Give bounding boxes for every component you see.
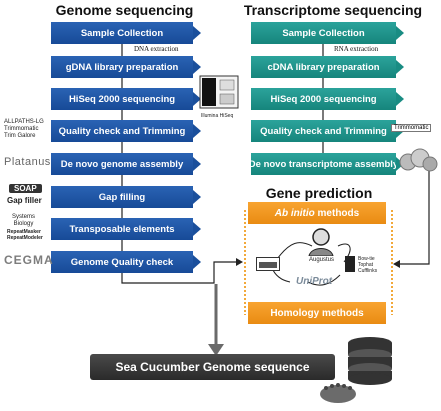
transcriptome-heading: Transcriptome sequencing [243,2,423,18]
transcriptome-step-hiseq: HiSeq 2000 sequencing [251,88,396,110]
transcriptome-step-assembly: De novo transcriptome assembly [249,153,398,175]
repeat-tools-label: RepeatMasker RepeatModeler [7,229,43,241]
arrow-icon [193,190,201,204]
soap-logo: SOAP [9,184,42,193]
genome-step-hiseq: HiSeq 2000 sequencing [51,88,193,110]
arrow-icon [396,26,404,40]
illumina-label: Illumina HiSeq [201,113,234,119]
bowtie-tophat-cufflinks-label: Bow-tie Tophat Cufflinks [358,256,378,274]
systems-biology-label: Systems Biology [12,214,36,227]
transcriptome-step-quality-trimming: Quality check and Trimming [251,120,396,142]
arrow-icon [193,60,201,74]
arrow-icon [193,255,201,269]
ab-initio-italic: Ab initio [274,207,315,219]
genome-step-assembly: De novo genome assembly [51,153,193,175]
augustus-label: Augustus [309,257,335,263]
genome-step-gap-filling: Gap filling [51,186,193,208]
gap-filler-label: Gap filler [7,196,42,205]
arrow-icon [193,124,201,138]
methods-text: methods [314,207,360,219]
genome-step-quality-check: Genome Quality check [51,251,193,273]
arrow-icon [193,157,201,171]
arrow-icon [396,92,404,106]
uniprot-logo: UniProt [296,276,333,287]
augustus-portrait-icon [304,226,338,257]
illumina-sequencer-icon [198,74,240,114]
genome-step-transposable: Transposable elements [51,218,193,240]
genome-step-sample-collection: Sample Collection [51,22,193,44]
snap-logo-icon [256,257,280,271]
sea-cucumber-icon [318,380,358,406]
database-icon [345,335,395,385]
transcriptome-step-sample-collection: Sample Collection [251,22,396,44]
bowtie-logo-icon [343,254,357,274]
rna-extraction-label: RNA extraction [332,45,381,53]
trinity-logo-icon [398,146,438,176]
genome-step-gdna-library: gDNA library preparation [51,56,193,78]
gene-prediction-heading: Gene prediction [265,185,373,201]
arrow-icon [396,60,404,74]
arrow-icon [193,92,201,106]
transcriptome-step-cdna-library: cDNA library preparation [251,56,396,78]
trimmomatic-badge: Trimmomatic [391,124,432,132]
platanus-label: Platanus [4,156,51,168]
genome-heading: Genome sequencing [55,2,194,18]
allpaths-label: ALLPATHS-LG Trimmomatic Trim Galore [4,119,44,139]
dna-extraction-label: DNA extraction [132,45,181,53]
final-genome-sequence-bar: Sea Cucumber Genome sequence [90,354,335,380]
arrow-icon [193,222,201,236]
ab-initio-methods-box: Ab initio methods [248,202,386,224]
homology-methods-box: Homology methods [248,302,386,324]
cegma-label: CEGMA [4,253,54,267]
arrow-icon [193,26,201,40]
genome-step-quality-trimming: Quality check and Trimming [51,120,193,142]
